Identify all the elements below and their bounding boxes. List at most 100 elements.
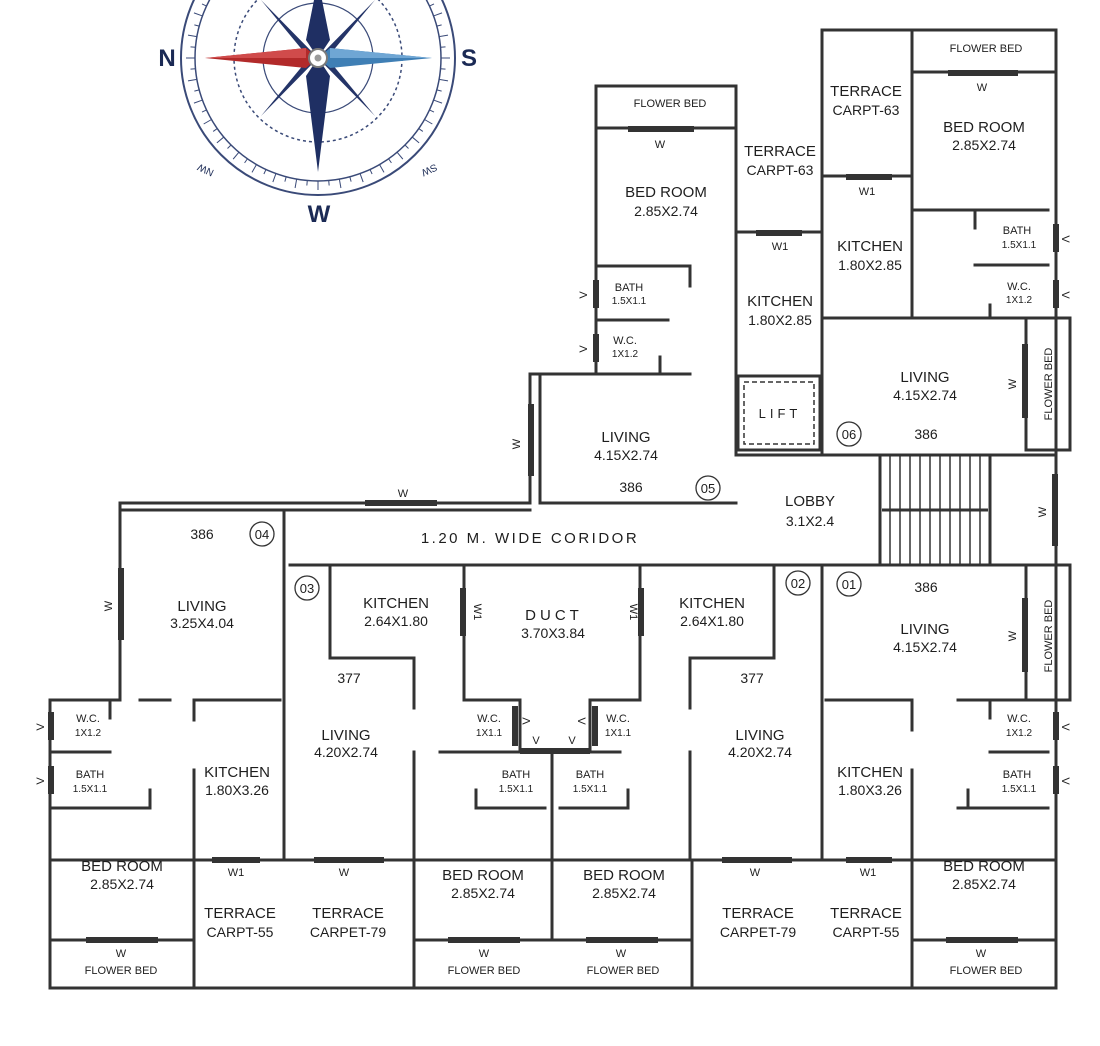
window-marker: W	[339, 867, 350, 879]
compass-tick	[251, 164, 257, 173]
room-label: LIVING	[321, 727, 370, 744]
room-dimension: 3.25X4.04	[170, 615, 234, 631]
compass-tick	[216, 136, 225, 144]
room-label: BED ROOM	[81, 858, 163, 875]
flower-bed-label: FLOWER BED	[85, 965, 158, 977]
unit-06: TERRACE CARPT-63 BED ROOM 2.85X2.74 KITC…	[830, 83, 1037, 447]
room-label: KITCHEN	[837, 764, 903, 781]
room-dimension: 1.80X3.26	[838, 782, 902, 798]
unit-number: 05	[701, 481, 715, 496]
room-dimension: 1.5X1.1	[612, 296, 647, 307]
room-dimension: 1X1.1	[605, 728, 632, 739]
window-marker: W	[655, 139, 666, 151]
vent-marker: V	[521, 717, 533, 725]
room-label: BATH	[1003, 769, 1032, 781]
unit-number: 03	[300, 581, 314, 596]
window-marker: W	[103, 600, 115, 611]
vent-marker: V	[532, 735, 540, 747]
unit-number: 04	[255, 527, 269, 542]
flower-bed-label: FLOWER BED	[1043, 348, 1055, 421]
room-label: KITCHEN	[204, 764, 270, 781]
room-label: W.C.	[613, 335, 637, 347]
lift-car	[743, 381, 815, 445]
compass-tick	[284, 176, 287, 182]
compass-tick	[294, 179, 298, 189]
room-dimension: CARPT-55	[833, 924, 900, 940]
room-dimension: 1.80X2.85	[838, 257, 902, 273]
compass-north-label: N	[158, 45, 175, 72]
unit-02: 02 KITCHEN 2.64X1.80 377 LIVING 4.20X2.7…	[573, 570, 811, 940]
room-dimension: 1X1.2	[75, 728, 102, 739]
room-label: KITCHEN	[747, 293, 813, 310]
unit-05: BED ROOM 2.85X2.74 TERRACE CARPT-63 BATH…	[594, 143, 816, 501]
room-dimension: CARPT-63	[833, 102, 900, 118]
room-dimension: 1.5X1.1	[573, 784, 608, 795]
vent-marker: V	[1059, 291, 1071, 299]
compass-tick	[244, 158, 248, 164]
compass-tick	[359, 173, 364, 183]
compass-tick	[272, 173, 277, 183]
room-dimension: 4.20X2.74	[314, 744, 378, 760]
vent-marker: V	[568, 735, 576, 747]
span-dimension: 386	[914, 426, 938, 442]
unit-04: 386 04 LIVING 3.25X4.04 W.C. 1X1.2 BATH …	[73, 521, 276, 940]
compass-sw-label: SW	[419, 161, 439, 178]
room-label: BATH	[615, 282, 644, 294]
room-dimension: CARPT-55	[207, 924, 274, 940]
lift-label: LIFT	[759, 406, 802, 421]
windows	[48, 70, 1059, 943]
flower-beds: FLOWER BED FLOWER BED FLOWER BED FLOWER …	[85, 43, 1055, 977]
window-marker: W	[976, 948, 987, 960]
compass-south-label: S	[461, 45, 477, 72]
flower-bed-label: FLOWER BED	[1043, 600, 1055, 673]
room-label: BED ROOM	[583, 867, 665, 884]
room-dimension: 2.85X2.74	[952, 137, 1016, 153]
span-dimension: 377	[740, 670, 764, 686]
room-label: LIVING	[601, 429, 650, 446]
room-dimension: CARPT-63	[747, 162, 814, 178]
room-dimension: 2.64X1.80	[680, 613, 744, 629]
compass-tick	[227, 144, 232, 149]
room-label: BATH	[1003, 225, 1032, 237]
span-dimension: 386	[914, 579, 938, 595]
room-label: TERRACE	[830, 905, 902, 922]
unit-03: 03 KITCHEN 2.64X1.80 377 LIVING 4.20X2.7…	[294, 575, 534, 940]
compass-tick	[439, 34, 449, 38]
compass-tick	[429, 3, 435, 7]
compass-tick	[203, 119, 212, 125]
room-label: W.C.	[76, 713, 100, 725]
room-dimension: 1X1.2	[1006, 728, 1033, 739]
compass-rose: N S W NW SW	[158, 0, 477, 228]
room-label: W.C.	[606, 713, 630, 725]
room-label: W.C.	[1007, 281, 1031, 293]
room-dimension: 4.15X2.74	[893, 387, 957, 403]
window-marker: W	[616, 948, 627, 960]
unit-01: 01 386 LIVING 4.15X2.74 KITCHEN 1.80X3.2…	[830, 571, 1037, 940]
compass-tick	[338, 179, 342, 189]
vent-marker: V	[1059, 723, 1071, 731]
compass-tick	[369, 169, 373, 175]
compass-tick	[194, 24, 200, 27]
unit-number: 06	[842, 427, 856, 442]
vent-marker: V	[578, 345, 590, 353]
room-label: BED ROOM	[943, 119, 1025, 136]
room-dimension: 1.80X2.85	[748, 312, 812, 328]
vent-marker: V	[35, 777, 47, 785]
compass-tick	[396, 151, 404, 160]
room-label: BED ROOM	[625, 184, 707, 201]
compass-tick	[201, 3, 207, 7]
compass-tick	[194, 89, 200, 92]
room-dimension: 2.64X1.80	[364, 613, 428, 629]
room-dimension: 2.85X2.74	[451, 885, 515, 901]
room-dimension: 1X1.1	[476, 728, 503, 739]
compass-tick	[349, 176, 352, 182]
span-dimension: 386	[190, 526, 214, 542]
room-label: TERRACE	[830, 83, 902, 100]
window-marker: W1	[471, 604, 483, 621]
room-label: BATH	[576, 769, 605, 781]
compass-tick	[433, 12, 443, 17]
room-label: KITCHEN	[837, 238, 903, 255]
room-dimension: 1.5X1.1	[1002, 784, 1037, 795]
vent-marker: V	[1059, 777, 1071, 785]
window-marker: W	[511, 438, 523, 449]
